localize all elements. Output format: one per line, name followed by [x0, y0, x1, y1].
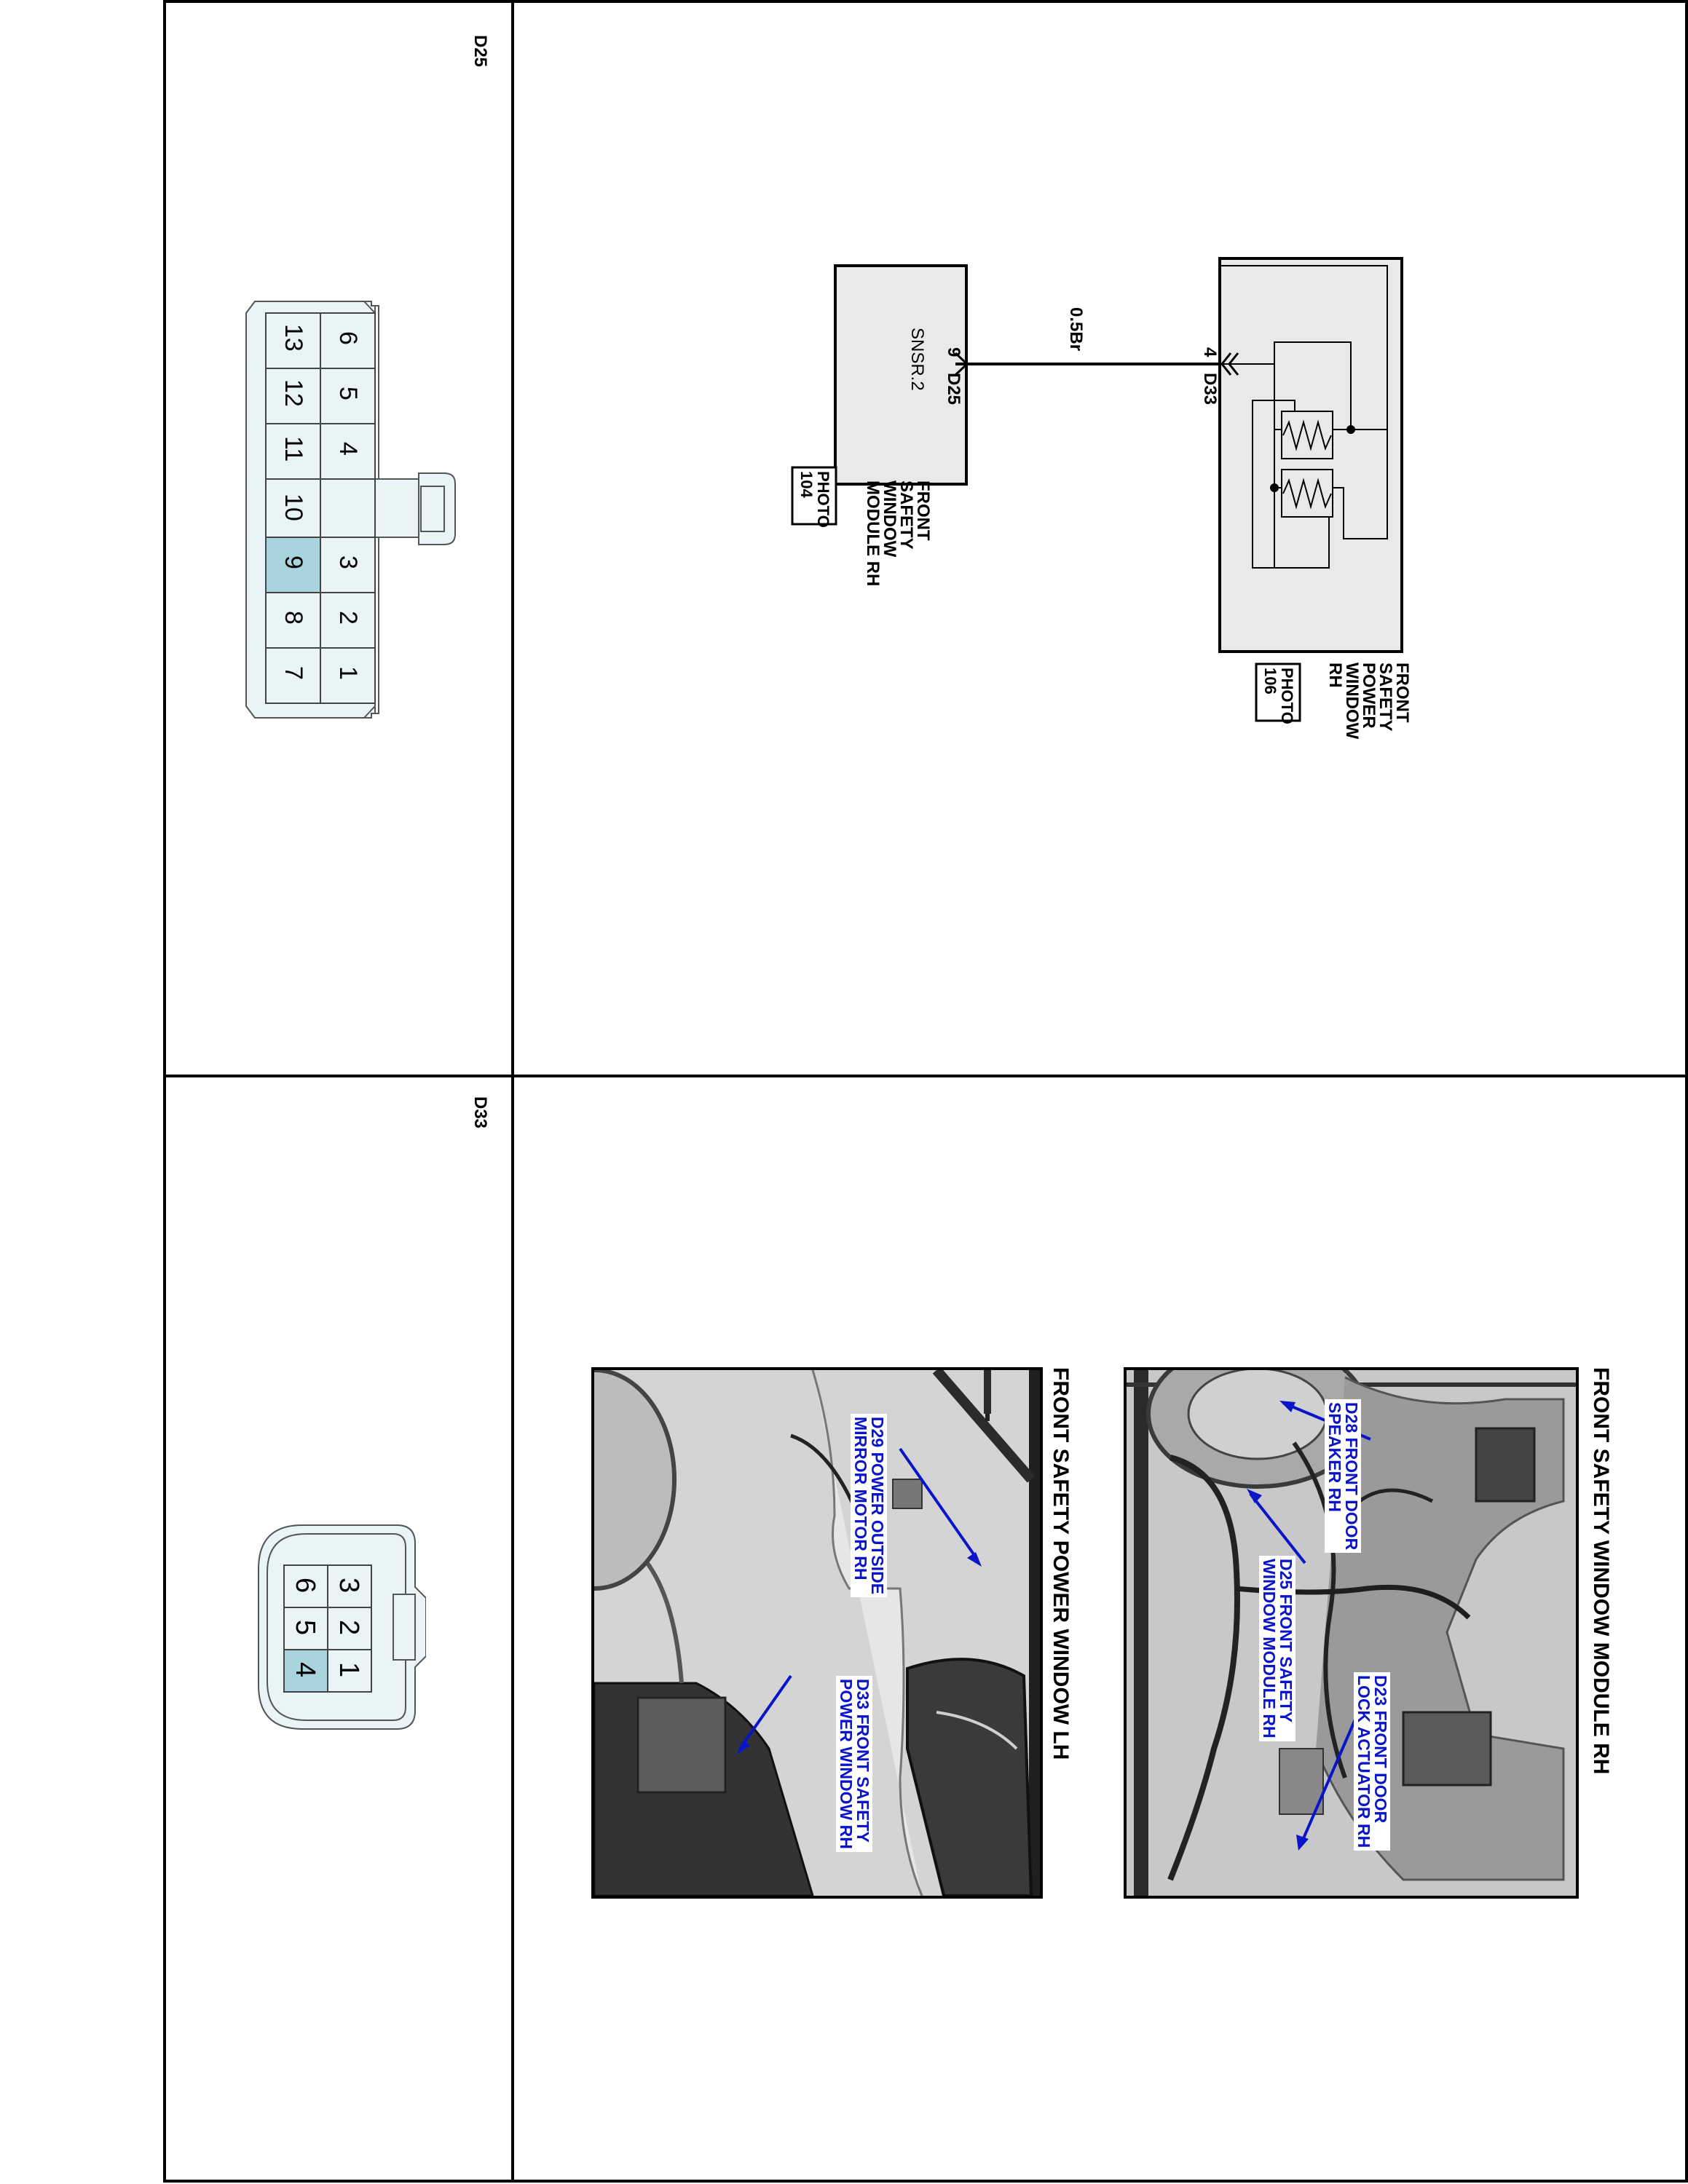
photo-lh-title: FRONT SAFETY POWER WINDOW LH — [1049, 1367, 1073, 1760]
d25-num-11: 11 — [280, 436, 307, 462]
d25-pin-9 — [265, 537, 321, 593]
d25-num-2: 2 — [334, 611, 362, 625]
module-name-line-2: SAFETY — [896, 480, 916, 550]
d25-num-9: 9 — [280, 555, 307, 569]
wire-color-label: 0.5Br — [1066, 307, 1086, 351]
photo-rh-title: FRONT SAFETY WINDOW MODULE RH — [1589, 1367, 1613, 1775]
d25-pin-11 — [265, 423, 321, 480]
module-name-line-1: FRONT — [913, 480, 933, 541]
d33-num-6: 6 — [290, 1578, 320, 1593]
horizontal-divider — [163, 1075, 1688, 1077]
d25-num-1: 1 — [334, 666, 362, 680]
photo-window-module-rh: D28 FRONT DOOR SPEAKER RH D25 FRONT SAFE… — [1124, 1367, 1579, 1899]
power-window-name-line-4: WINDOW — [1342, 662, 1362, 740]
callout-d25-module: D25 FRONT SAFETY WINDOW MODULE RH — [1259, 1556, 1295, 1741]
d33-pin-4 — [283, 1649, 328, 1693]
photo-power-window-lh: D29 POWER OUTSIDE MIRROR MOTOR RH D33 FR… — [591, 1367, 1043, 1899]
photo-106-box — [1255, 662, 1301, 722]
d25-pin-13 — [265, 312, 321, 369]
wiring-schematic: 0.5Br 4 D33 9 D25 SNSR.2 FRONT SAFETY WI… — [791, 257, 1412, 740]
d25-connector-id: D25 — [944, 373, 963, 405]
d33-terminal-arrow-2 — [1228, 352, 1239, 376]
callout-d28-speaker: D28 FRONT DOOR SPEAKER RH — [1325, 1399, 1361, 1554]
power-window-name-line-2: SAFETY — [1376, 662, 1395, 732]
module-name-line-3: WINDOW — [880, 480, 899, 558]
resistor-zigzag-1 — [1282, 419, 1332, 451]
d33-pin-3 — [327, 1564, 372, 1608]
d25-num-5: 5 — [334, 387, 362, 400]
d25-num-12: 12 — [280, 379, 307, 407]
photo-104-number: 104 — [797, 471, 816, 498]
d25-pin-3 — [320, 537, 376, 593]
d25-num-10: 10 — [280, 494, 307, 521]
module-name-line-4: MODULE RH — [863, 480, 883, 586]
d33-connector-id: D33 — [1200, 373, 1220, 405]
d33-num-3: 3 — [334, 1578, 364, 1593]
d33-num-4: 4 — [290, 1662, 320, 1677]
connector-d25-face: 6 5 4 3 2 1 13 12 11 10 9 8 7 — [245, 301, 456, 719]
d25-pin-10 — [265, 478, 321, 538]
photo-106-number: 106 — [1261, 668, 1279, 695]
d25-terminal-arrow — [954, 352, 969, 376]
power-window-name-line-1: FRONT — [1392, 662, 1412, 723]
d33-terminal-arrow — [1220, 352, 1232, 376]
d33-pin-5 — [283, 1607, 328, 1650]
photo-106-label: PHOTO — [1278, 668, 1296, 724]
junction-dot-1 — [1346, 425, 1355, 434]
window-module-rh-box — [834, 264, 968, 486]
d25-corner-bevel — [363, 301, 376, 719]
photo-104-box — [791, 466, 837, 526]
junction-dot-2 — [1270, 483, 1279, 492]
connector-label-d25: D25 — [470, 35, 490, 68]
d33-pin-6 — [283, 1564, 328, 1608]
d25-pin-12 — [265, 368, 321, 424]
d25-pin-1 — [320, 647, 376, 704]
photo-104-label: PHOTO — [814, 471, 832, 528]
connector-d33-face: 3 2 1 6 5 4 — [258, 1524, 426, 1730]
power-window-internal-circuit — [1220, 265, 1388, 569]
d25-latch-base — [374, 478, 419, 538]
d33-num-5: 5 — [290, 1620, 320, 1635]
d25-bottom-row — [265, 312, 321, 704]
d25-pin-7 — [265, 647, 321, 704]
d25-num-4: 4 — [334, 442, 362, 456]
d25-latch-slot — [420, 486, 445, 532]
resistor-zigzag-2 — [1282, 478, 1332, 510]
callout-arrow-d29 — [899, 1447, 979, 1561]
d33-pin-1 — [327, 1649, 372, 1693]
d25-pin-10-top-gap — [320, 478, 376, 538]
callout-arrow-d25 — [1249, 1492, 1306, 1564]
d25-pin-8 — [265, 592, 321, 649]
heater-element-2 — [1281, 469, 1333, 518]
d25-num-6: 6 — [334, 331, 362, 345]
heater-element-1 — [1281, 411, 1333, 459]
vertical-divider — [511, 0, 514, 2183]
d33-pin-number: 4 — [1200, 347, 1220, 357]
d33-latch — [393, 1594, 416, 1661]
d25-pin-number: 9 — [944, 347, 963, 357]
photo-lh-illustration — [594, 1370, 1040, 1896]
power-window-name-line-5: RH — [1325, 662, 1345, 688]
page-frame — [163, 0, 1688, 2183]
d25-num-13: 13 — [280, 324, 307, 352]
d25-num-3: 3 — [334, 555, 362, 569]
module-inner-label: SNSR.2 — [907, 328, 927, 391]
callout-arrow-d33 — [738, 1674, 792, 1750]
d33-housing-inner — [267, 1533, 406, 1721]
d33-num-2: 2 — [334, 1620, 364, 1635]
d25-num-7: 7 — [280, 666, 307, 680]
d33-num-1: 1 — [334, 1662, 364, 1677]
callout-d23-lock: D23 FRONT DOOR LOCK ACTUATOR RH — [1354, 1672, 1390, 1851]
d25-num-8: 8 — [280, 611, 307, 625]
callout-d33-power-window: D33 FRONT SAFETY POWER WINDOW RH — [836, 1676, 872, 1852]
d25-top-row — [320, 312, 376, 704]
power-window-name-line-3: POWER — [1359, 662, 1379, 729]
connector-label-d33: D33 — [470, 1096, 490, 1129]
power-window-rh-box — [1218, 257, 1403, 653]
callout-d29-mirror: D29 POWER OUTSIDE MIRROR MOTOR RH — [851, 1414, 887, 1598]
